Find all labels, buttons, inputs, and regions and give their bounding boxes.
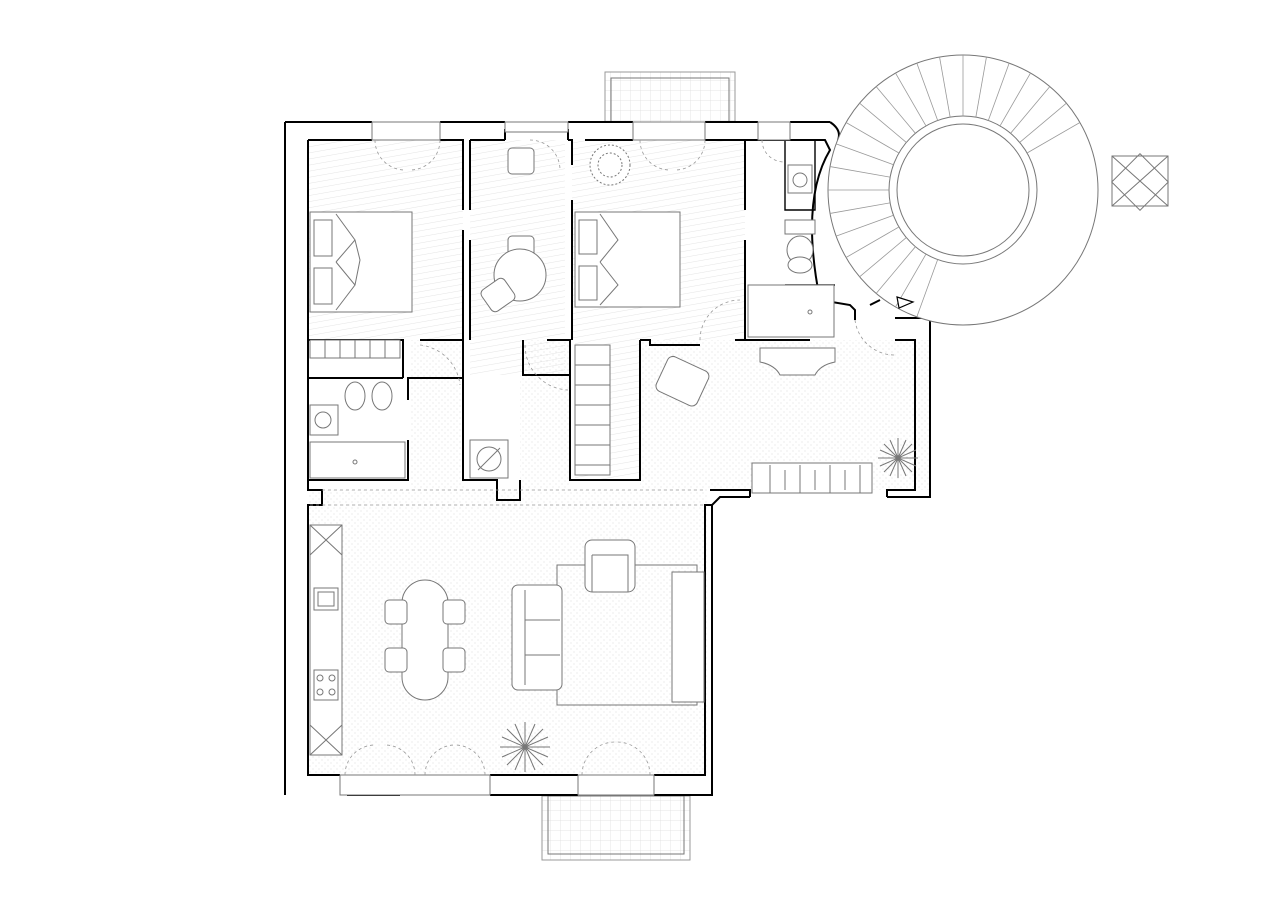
sink-icon — [309, 404, 339, 436]
bed-icon — [309, 211, 413, 313]
stair-tread — [916, 259, 939, 317]
toilet-icon — [371, 381, 393, 411]
kitchen-counter — [309, 524, 343, 756]
stair-tread — [836, 214, 894, 237]
stair-tread — [999, 72, 1031, 127]
entrance-arrow-icon — [896, 296, 915, 309]
stair-tread — [939, 56, 951, 118]
skylight — [1111, 153, 1169, 211]
stair-tread — [875, 246, 916, 294]
shower-icon — [309, 441, 406, 479]
doors — [310, 139, 896, 776]
spiral-staircase-icon — [827, 54, 1099, 326]
toilet-icon — [784, 219, 816, 265]
stair-tread — [829, 202, 891, 214]
armchair-icon — [480, 277, 516, 313]
stair-tread — [845, 122, 900, 154]
tv-unit — [671, 571, 705, 703]
shower-icon — [747, 284, 835, 338]
stair-tread — [1026, 122, 1081, 154]
stair-tread — [916, 63, 939, 121]
stove-icon — [313, 669, 339, 701]
balcony-top — [604, 71, 736, 123]
stair-tread — [895, 72, 927, 127]
stair-tread — [1010, 86, 1051, 134]
windows — [339, 121, 791, 796]
sofa-icon — [511, 584, 563, 691]
stair-tread — [845, 226, 900, 258]
stair-tread — [975, 56, 987, 118]
wardrobe — [309, 339, 401, 359]
armchair-icon — [655, 355, 710, 407]
sink-icon — [313, 587, 339, 611]
stair-tread — [875, 86, 916, 134]
stair-tread — [987, 63, 1010, 121]
bed-icon — [574, 211, 681, 308]
stair-tread — [829, 166, 891, 178]
stair-tread — [1019, 102, 1067, 143]
chair-icon — [384, 599, 466, 673]
console-table — [759, 347, 836, 376]
stair-tread — [836, 143, 894, 166]
sink-icon — [787, 164, 813, 194]
wardrobe — [574, 344, 611, 476]
plant-icon — [500, 722, 550, 772]
stair-tread — [859, 237, 907, 278]
washing-machine-icon — [469, 439, 509, 479]
armchair-icon — [584, 539, 636, 593]
table-icon — [401, 579, 449, 701]
balcony-bottom — [541, 795, 691, 861]
stair-tread — [859, 102, 907, 143]
plant-icon — [589, 144, 631, 186]
bench — [751, 462, 873, 494]
bidet-icon — [344, 381, 366, 411]
bidet-icon — [787, 256, 813, 274]
plant-icon — [878, 438, 918, 478]
